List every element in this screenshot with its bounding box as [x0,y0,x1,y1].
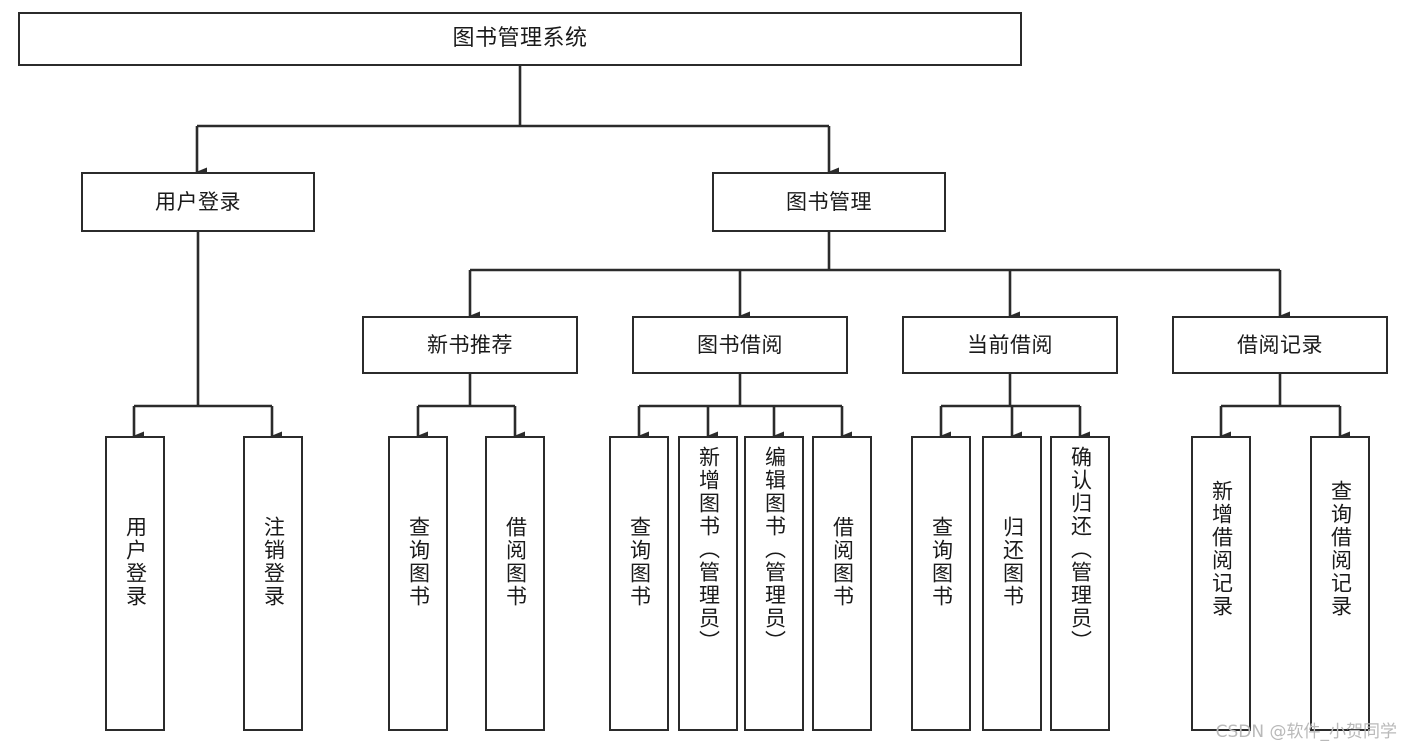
node-leaf-query-book-1[interactable]: 查询图书 [388,436,448,731]
node-book-borrow[interactable]: 图书借阅 [632,316,848,374]
node-current-borrow[interactable]: 当前借阅 [902,316,1118,374]
node-book-manage[interactable]: 图书管理 [712,172,946,232]
node-leaf-query-record[interactable]: 查询借阅记录 [1310,436,1370,731]
node-leaf-query-book-3-label: 查询图书 [929,516,954,608]
node-new-book-recommend[interactable]: 新书推荐 [362,316,578,374]
node-root-label: 图书管理系统 [452,26,588,52]
node-leaf-add-record[interactable]: 新增借阅记录 [1191,436,1251,731]
node-leaf-edit-book-label: 编辑图书（管理员） [762,446,787,653]
node-leaf-return-book-label: 归还图书 [1000,516,1025,608]
node-leaf-query-book-3[interactable]: 查询图书 [911,436,971,731]
node-leaf-borrow-book-2-label: 借阅图书 [830,516,855,608]
node-root[interactable]: 图书管理系统 [18,12,1022,66]
node-leaf-user-login[interactable]: 用户登录 [105,436,165,731]
node-borrow-record-label: 借阅记录 [1237,332,1323,357]
node-leaf-add-book-label: 新增图书（管理员） [696,446,721,653]
node-leaf-query-book-2-label: 查询图书 [627,516,652,608]
node-leaf-logout-label: 注销登录 [261,516,286,608]
node-leaf-borrow-book-2[interactable]: 借阅图书 [812,436,872,731]
node-leaf-edit-book[interactable]: 编辑图书（管理员） [744,436,804,731]
node-leaf-query-book-2[interactable]: 查询图书 [609,436,669,731]
node-new-book-recommend-label: 新书推荐 [427,332,513,357]
node-book-borrow-label: 图书借阅 [697,332,783,357]
node-leaf-add-record-label: 新增借阅记录 [1209,480,1234,618]
node-leaf-query-record-label: 查询借阅记录 [1328,480,1353,618]
node-leaf-user-login-label: 用户登录 [123,516,148,608]
node-book-manage-label: 图书管理 [786,189,872,214]
node-leaf-borrow-book-1-label: 借阅图书 [503,516,528,608]
node-borrow-record[interactable]: 借阅记录 [1172,316,1388,374]
node-leaf-borrow-book-1[interactable]: 借阅图书 [485,436,545,731]
node-user-login-label: 用户登录 [155,189,241,214]
node-leaf-return-book[interactable]: 归还图书 [982,436,1042,731]
node-leaf-query-book-1-label: 查询图书 [406,516,431,608]
node-leaf-logout[interactable]: 注销登录 [243,436,303,731]
node-leaf-confirm-return-label: 确认归还（管理员） [1068,446,1093,653]
csdn-watermark: CSDN @软件_小贺同学 [1215,722,1397,742]
node-leaf-confirm-return[interactable]: 确认归还（管理员） [1050,436,1110,731]
node-current-borrow-label: 当前借阅 [967,332,1053,357]
node-leaf-add-book[interactable]: 新增图书（管理员） [678,436,738,731]
node-user-login[interactable]: 用户登录 [81,172,315,232]
